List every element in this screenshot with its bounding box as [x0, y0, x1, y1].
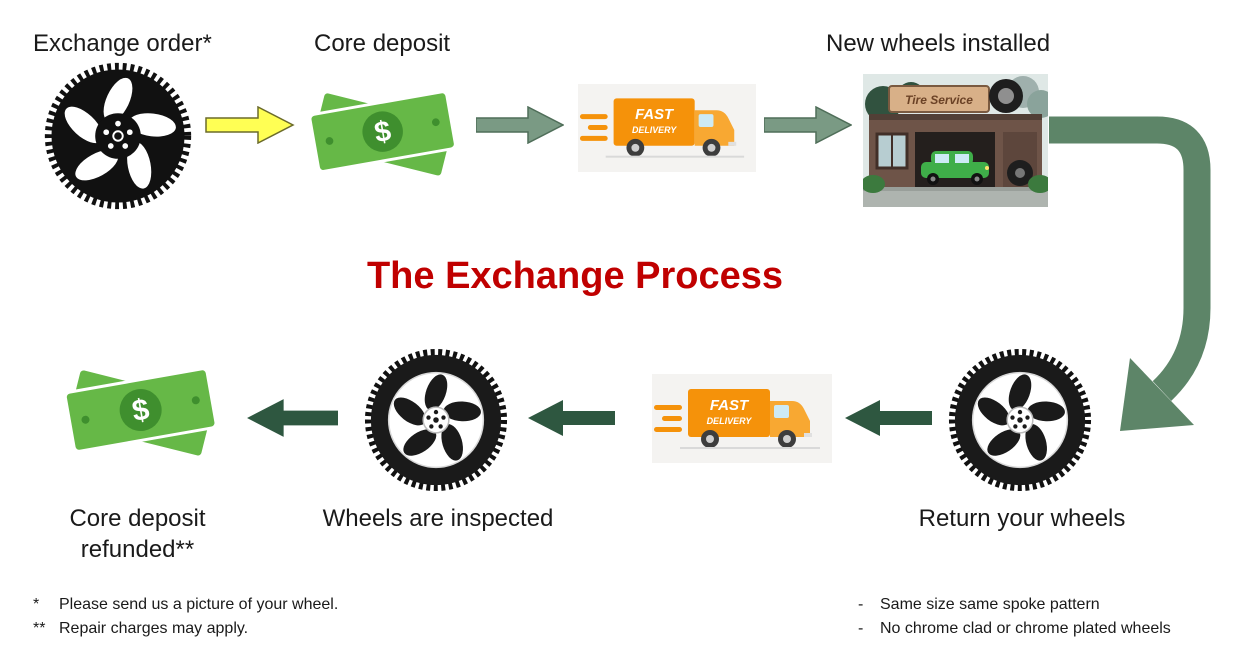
footnote-row: ** Repair charges may apply. — [33, 617, 338, 641]
refund-label-line1: Core deposit — [69, 505, 206, 532]
page-title: The Exchange Process — [366, 255, 784, 297]
left-arrow-icon — [247, 399, 338, 437]
footnote-text: Please send us a picture of your wheel. — [59, 596, 339, 613]
delivery-truck-panel: FAST DELIVERY — [578, 84, 756, 172]
inspected-wheel-icon — [364, 348, 508, 492]
core-deposit-refunded-label: Core deposit refunded** — [35, 503, 240, 565]
delivery-truck-panel: FAST DELIVERY — [652, 374, 832, 463]
footnote-marker: - — [858, 596, 864, 613]
yellow-arrow-icon — [205, 106, 295, 144]
truck-text-fast: FAST — [635, 107, 675, 123]
left-arrow-icon — [528, 400, 615, 436]
green-arrow-icon — [476, 106, 564, 144]
tire-shop-icon: Tire Service — [863, 74, 1048, 207]
core-deposit-label: Core deposit — [314, 30, 451, 57]
wheels-inspected-label: Wheels are inspected — [322, 505, 554, 532]
delivery-truck-icon: FAST DELIVERY — [654, 388, 820, 449]
speed-lines — [654, 404, 682, 432]
wheel-bolt-holes — [426, 409, 446, 429]
footnote-text: Repair charges may apply. — [59, 620, 249, 637]
exchange-order-wheel-icon — [44, 62, 192, 210]
footnote-marker: - — [858, 620, 864, 637]
return-wheel-icon — [948, 348, 1092, 492]
refund-label-line2: refunded** — [80, 536, 195, 563]
core-deposit-money-icon: $ $ — [308, 90, 457, 179]
exchange-order-label: Exchange order* — [33, 30, 212, 57]
wheel-bolt-holes — [103, 120, 133, 149]
return-wheels-label: Return your wheels — [918, 505, 1126, 532]
truck-text-fast: FAST — [710, 397, 750, 414]
tire-service-sign: Tire Service — [905, 93, 973, 107]
wheel-bolt-holes — [1010, 409, 1030, 429]
truck-text-delivery: DELIVERY — [632, 125, 677, 135]
new-wheels-installed-label: New wheels installed — [826, 30, 1051, 57]
footnote-marker: ** — [33, 620, 46, 637]
footnotes-right: - Same size same spoke pattern - No chro… — [858, 593, 1171, 641]
delivery-truck-icon: FAST DELIVERY — [579, 98, 745, 158]
dollar-sign: $ — [372, 115, 393, 149]
footnotes-left: * Please send us a picture of your wheel… — [33, 593, 338, 641]
footnote-text: Same size same spoke pattern — [880, 596, 1100, 613]
truck-text-delivery: DELIVERY — [707, 416, 753, 426]
footnote-row: * Please send us a picture of your wheel… — [33, 593, 338, 617]
footnote-text: No chrome clad or chrome plated wheels — [880, 620, 1171, 637]
footnote-row: - No chrome clad or chrome plated wheels — [858, 617, 1171, 641]
footnote-marker: * — [33, 596, 40, 613]
green-arrow-icon — [764, 106, 852, 144]
wheel-spoke-windows — [393, 374, 481, 461]
car-in-garage — [921, 151, 989, 185]
footnote-row: - Same size same spoke pattern — [858, 593, 1171, 617]
dollar-sign: $ — [130, 393, 152, 428]
left-arrow-icon — [845, 400, 932, 436]
wheel-spoke-windows — [64, 77, 176, 189]
wheel-spoke-windows — [977, 374, 1065, 461]
refund-money-icon: $ $ — [63, 367, 218, 459]
speed-lines — [579, 114, 608, 141]
curved-arrow-icon — [1049, 116, 1211, 431]
